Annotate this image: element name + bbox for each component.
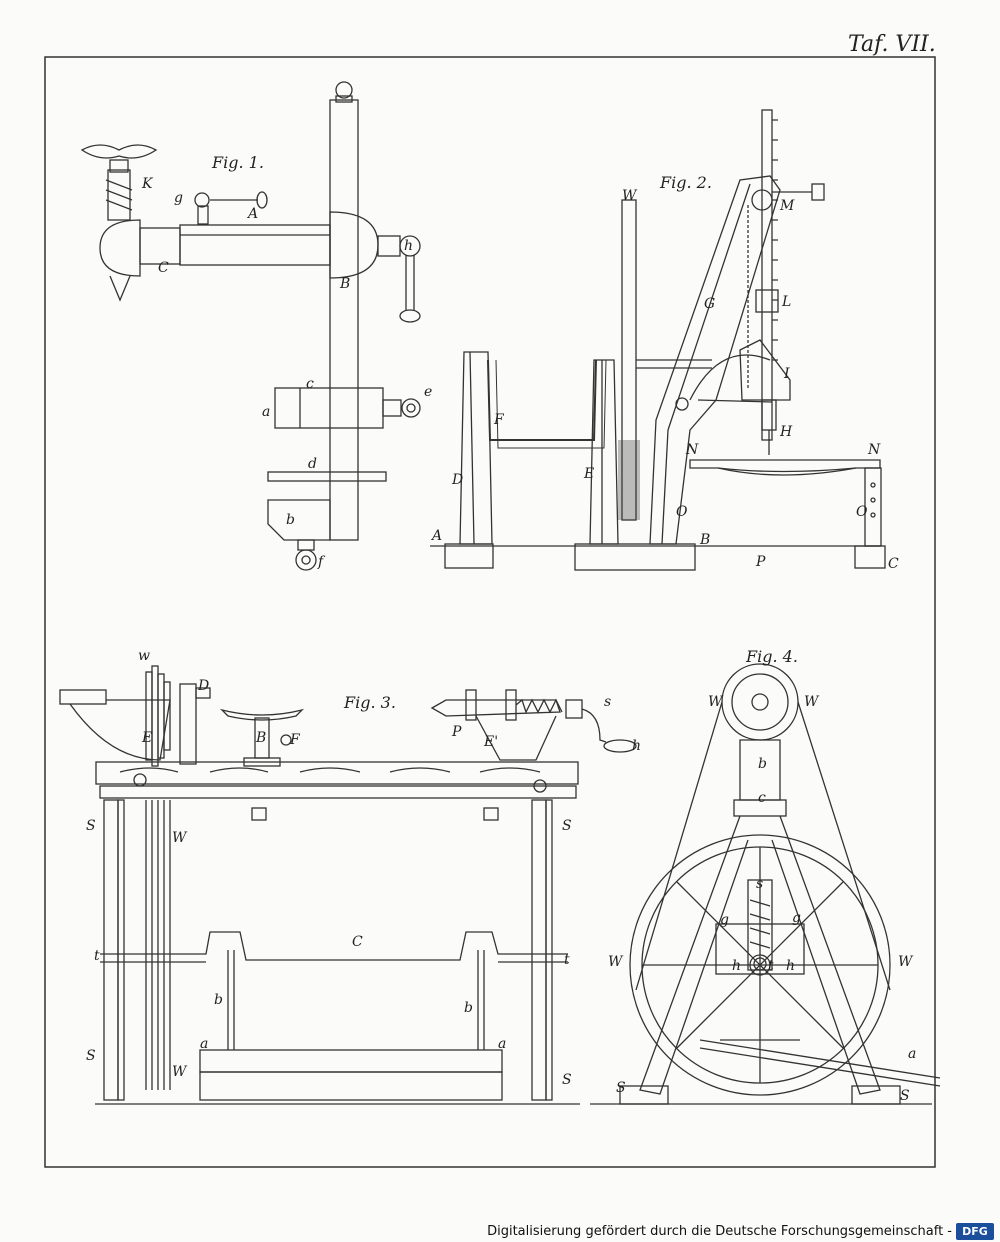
fig1-letter-K: K: [141, 176, 154, 192]
fig1-letter-d: d: [308, 456, 317, 472]
fig4-letter-W-top-left: W: [708, 694, 724, 710]
fig2-labels: Fig. 2. W M G L I F H D E N N O O A B P …: [430, 173, 899, 572]
fig4-letter-g-left: g: [720, 912, 729, 928]
fig2-letter-W: W: [622, 188, 638, 204]
fig3-letter-S-top-right: S: [562, 818, 572, 834]
footer: Digitalisierung gefördert durch die Deut…: [487, 1222, 1000, 1242]
fig3-drawing: [59, 665, 637, 1105]
fig3-letter-s: s: [604, 694, 611, 710]
fig2-letter-F: F: [493, 412, 505, 428]
fig4-letter-b: b: [758, 756, 767, 772]
fig2-letter-I: I: [783, 366, 790, 382]
plate-title: Taf. VII.: [848, 32, 936, 57]
fig4-letter-W-left: W: [608, 954, 624, 970]
fig1-letter-g: g: [174, 190, 183, 206]
fig3-letter-b-left: b: [214, 992, 223, 1008]
fig4-letter-W-top-right: W: [804, 694, 820, 710]
fig1-letter-h: h: [404, 238, 413, 254]
fig3-labels: Fig. 3. w D E B F P E' h s S S W C t t b…: [86, 648, 641, 1088]
fig1-letter-B: B: [339, 276, 350, 292]
fig4-letter-t: t: [768, 958, 774, 974]
fig2-letter-O-left: O: [676, 504, 688, 520]
fig2-letter-P: P: [755, 554, 766, 570]
fig2-letter-N-right: N: [867, 442, 881, 458]
fig4-letter-h-left: h: [732, 958, 741, 974]
fig3-letter-t-right: t: [564, 952, 570, 968]
fig1-letter-a: a: [262, 404, 270, 420]
fig2-letter-B: B: [699, 532, 710, 548]
fig2-caption: Fig. 2.: [659, 173, 712, 192]
fig4-letter-S-right: S: [900, 1088, 910, 1104]
fig2-letter-C: C: [888, 556, 899, 572]
fig1-labels: Fig. 1. K g A C h B c a e d b f: [141, 153, 432, 570]
fig1-letter-A: A: [246, 206, 258, 222]
fig1-letter-b: b: [286, 512, 295, 528]
fig3-letter-W-bottom: W: [172, 1064, 188, 1080]
fig2-letter-A: A: [430, 528, 442, 544]
fig1-letter-f: f: [317, 554, 326, 570]
fig4-letter-s: s: [756, 876, 763, 892]
fig3-letter-h: h: [632, 738, 641, 754]
fig4-letter-W-right: W: [898, 954, 914, 970]
fig4-letter-a: a: [908, 1046, 916, 1062]
fig4-letter-g-right: g: [792, 910, 801, 926]
fig2-letter-O-right: O: [856, 504, 868, 520]
fig3-letter-a-left: a: [200, 1036, 208, 1052]
dfg-logo: DFG: [956, 1223, 994, 1240]
fig3-letter-a-right: a: [498, 1036, 506, 1052]
fig3-letter-P: P: [451, 724, 462, 740]
fig1-letter-e: e: [424, 384, 432, 400]
fig2-letter-E: E: [583, 466, 594, 482]
fig3-letter-W-top: W: [172, 830, 188, 846]
plate-frame: [44, 56, 936, 1168]
fig3-caption: Fig. 3.: [343, 693, 396, 712]
fig3-letter-C: C: [352, 934, 363, 950]
fig2-letter-L: L: [781, 294, 791, 310]
fig3-letter-D: D: [197, 678, 209, 694]
fig3-letter-S-bottom-right: S: [562, 1072, 572, 1088]
fig4-letter-S-left: S: [616, 1080, 626, 1096]
fig3-letter-b-right: b: [464, 1000, 473, 1016]
fig2-letter-N-left: N: [685, 442, 699, 458]
fig2-letter-D: D: [451, 472, 463, 488]
fig2-drawing: [430, 109, 886, 571]
fig4-drawing: [590, 663, 941, 1105]
fig4-letter-h-right: h: [786, 958, 795, 974]
fig3-letter-S-bottom-left: S: [86, 1048, 96, 1064]
footer-credit-text: Digitalisierung gefördert durch die Deut…: [487, 1224, 952, 1239]
fig4-caption: Fig. 4.: [745, 647, 798, 666]
fig4-letter-c: c: [758, 790, 766, 806]
fig3-letter-E-prime: E': [483, 734, 498, 750]
fig2-letter-H: H: [779, 424, 793, 440]
fig2-letter-G: G: [704, 296, 715, 312]
fig3-letter-F: F: [289, 732, 301, 748]
fig1-drawing: [80, 81, 421, 571]
fig3-letter-B: B: [255, 730, 266, 746]
fig3-letter-E: E: [141, 730, 152, 746]
fig3-letter-t-left: t: [94, 948, 100, 964]
fig1-letter-C: C: [158, 260, 169, 276]
fig3-letter-S-top-left: S: [86, 818, 96, 834]
fig3-letter-w: w: [138, 648, 150, 664]
fig4-labels: Fig. 4. W W b c s g g h t h W W a S S: [608, 647, 916, 1104]
fig1-caption: Fig. 1.: [211, 153, 264, 172]
fig2-letter-M: M: [779, 198, 795, 214]
fig1-letter-c: c: [306, 376, 314, 392]
